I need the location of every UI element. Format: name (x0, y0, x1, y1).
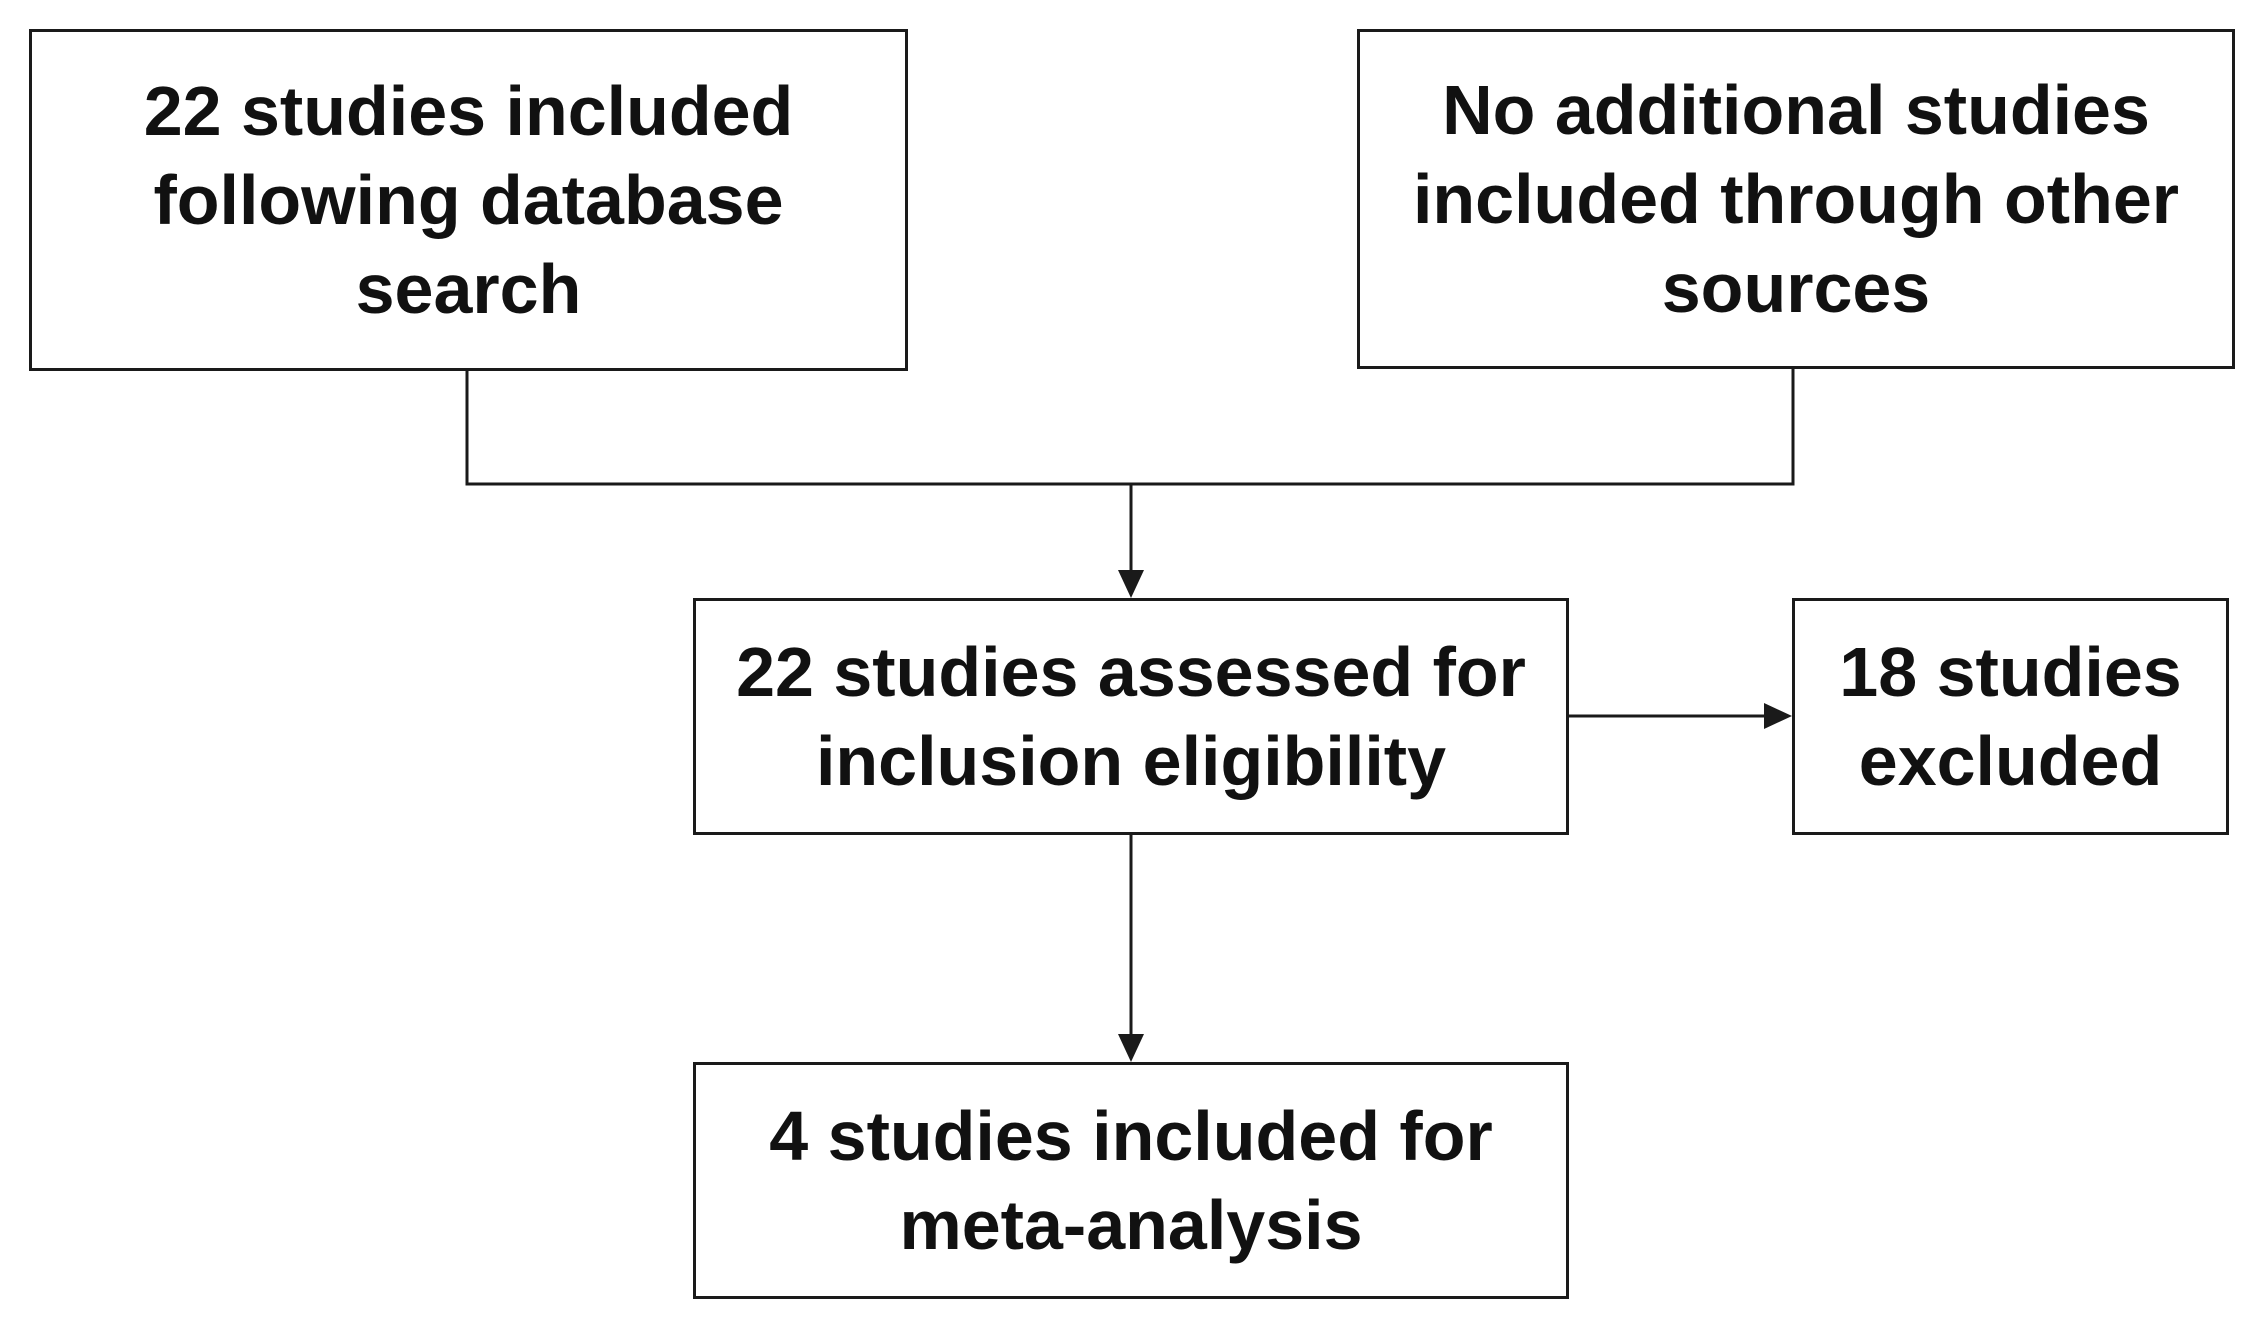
arrowhead-down-icon (1118, 570, 1144, 598)
node-label: 4 studies included for meta-analysis (769, 1096, 1493, 1264)
node-included-meta-analysis: 4 studies included for meta-analysis (693, 1062, 1569, 1299)
merge-connector (465, 369, 1795, 486)
arrow-assessed-to-excluded (1569, 703, 1792, 729)
node-label: 18 studies excluded (1839, 632, 2182, 800)
node-label: No additional studies included through o… (1412, 70, 2180, 327)
arrowhead-right-icon (1764, 703, 1792, 729)
arrow-merge-to-assessed (1118, 484, 1144, 598)
node-assessed-eligibility: 22 studies assessed for inclusion eligib… (693, 598, 1569, 835)
node-other-sources: No additional studies included through o… (1357, 29, 2235, 369)
node-database-search: 22 studies included following database s… (29, 29, 908, 371)
node-label: 22 studies assessed for inclusion eligib… (736, 632, 1526, 800)
arrow-assessed-to-included (1118, 835, 1144, 1062)
node-excluded: 18 studies excluded (1792, 598, 2229, 835)
arrowhead-down-icon (1118, 1034, 1144, 1062)
node-label: 22 studies included following database s… (143, 71, 794, 328)
